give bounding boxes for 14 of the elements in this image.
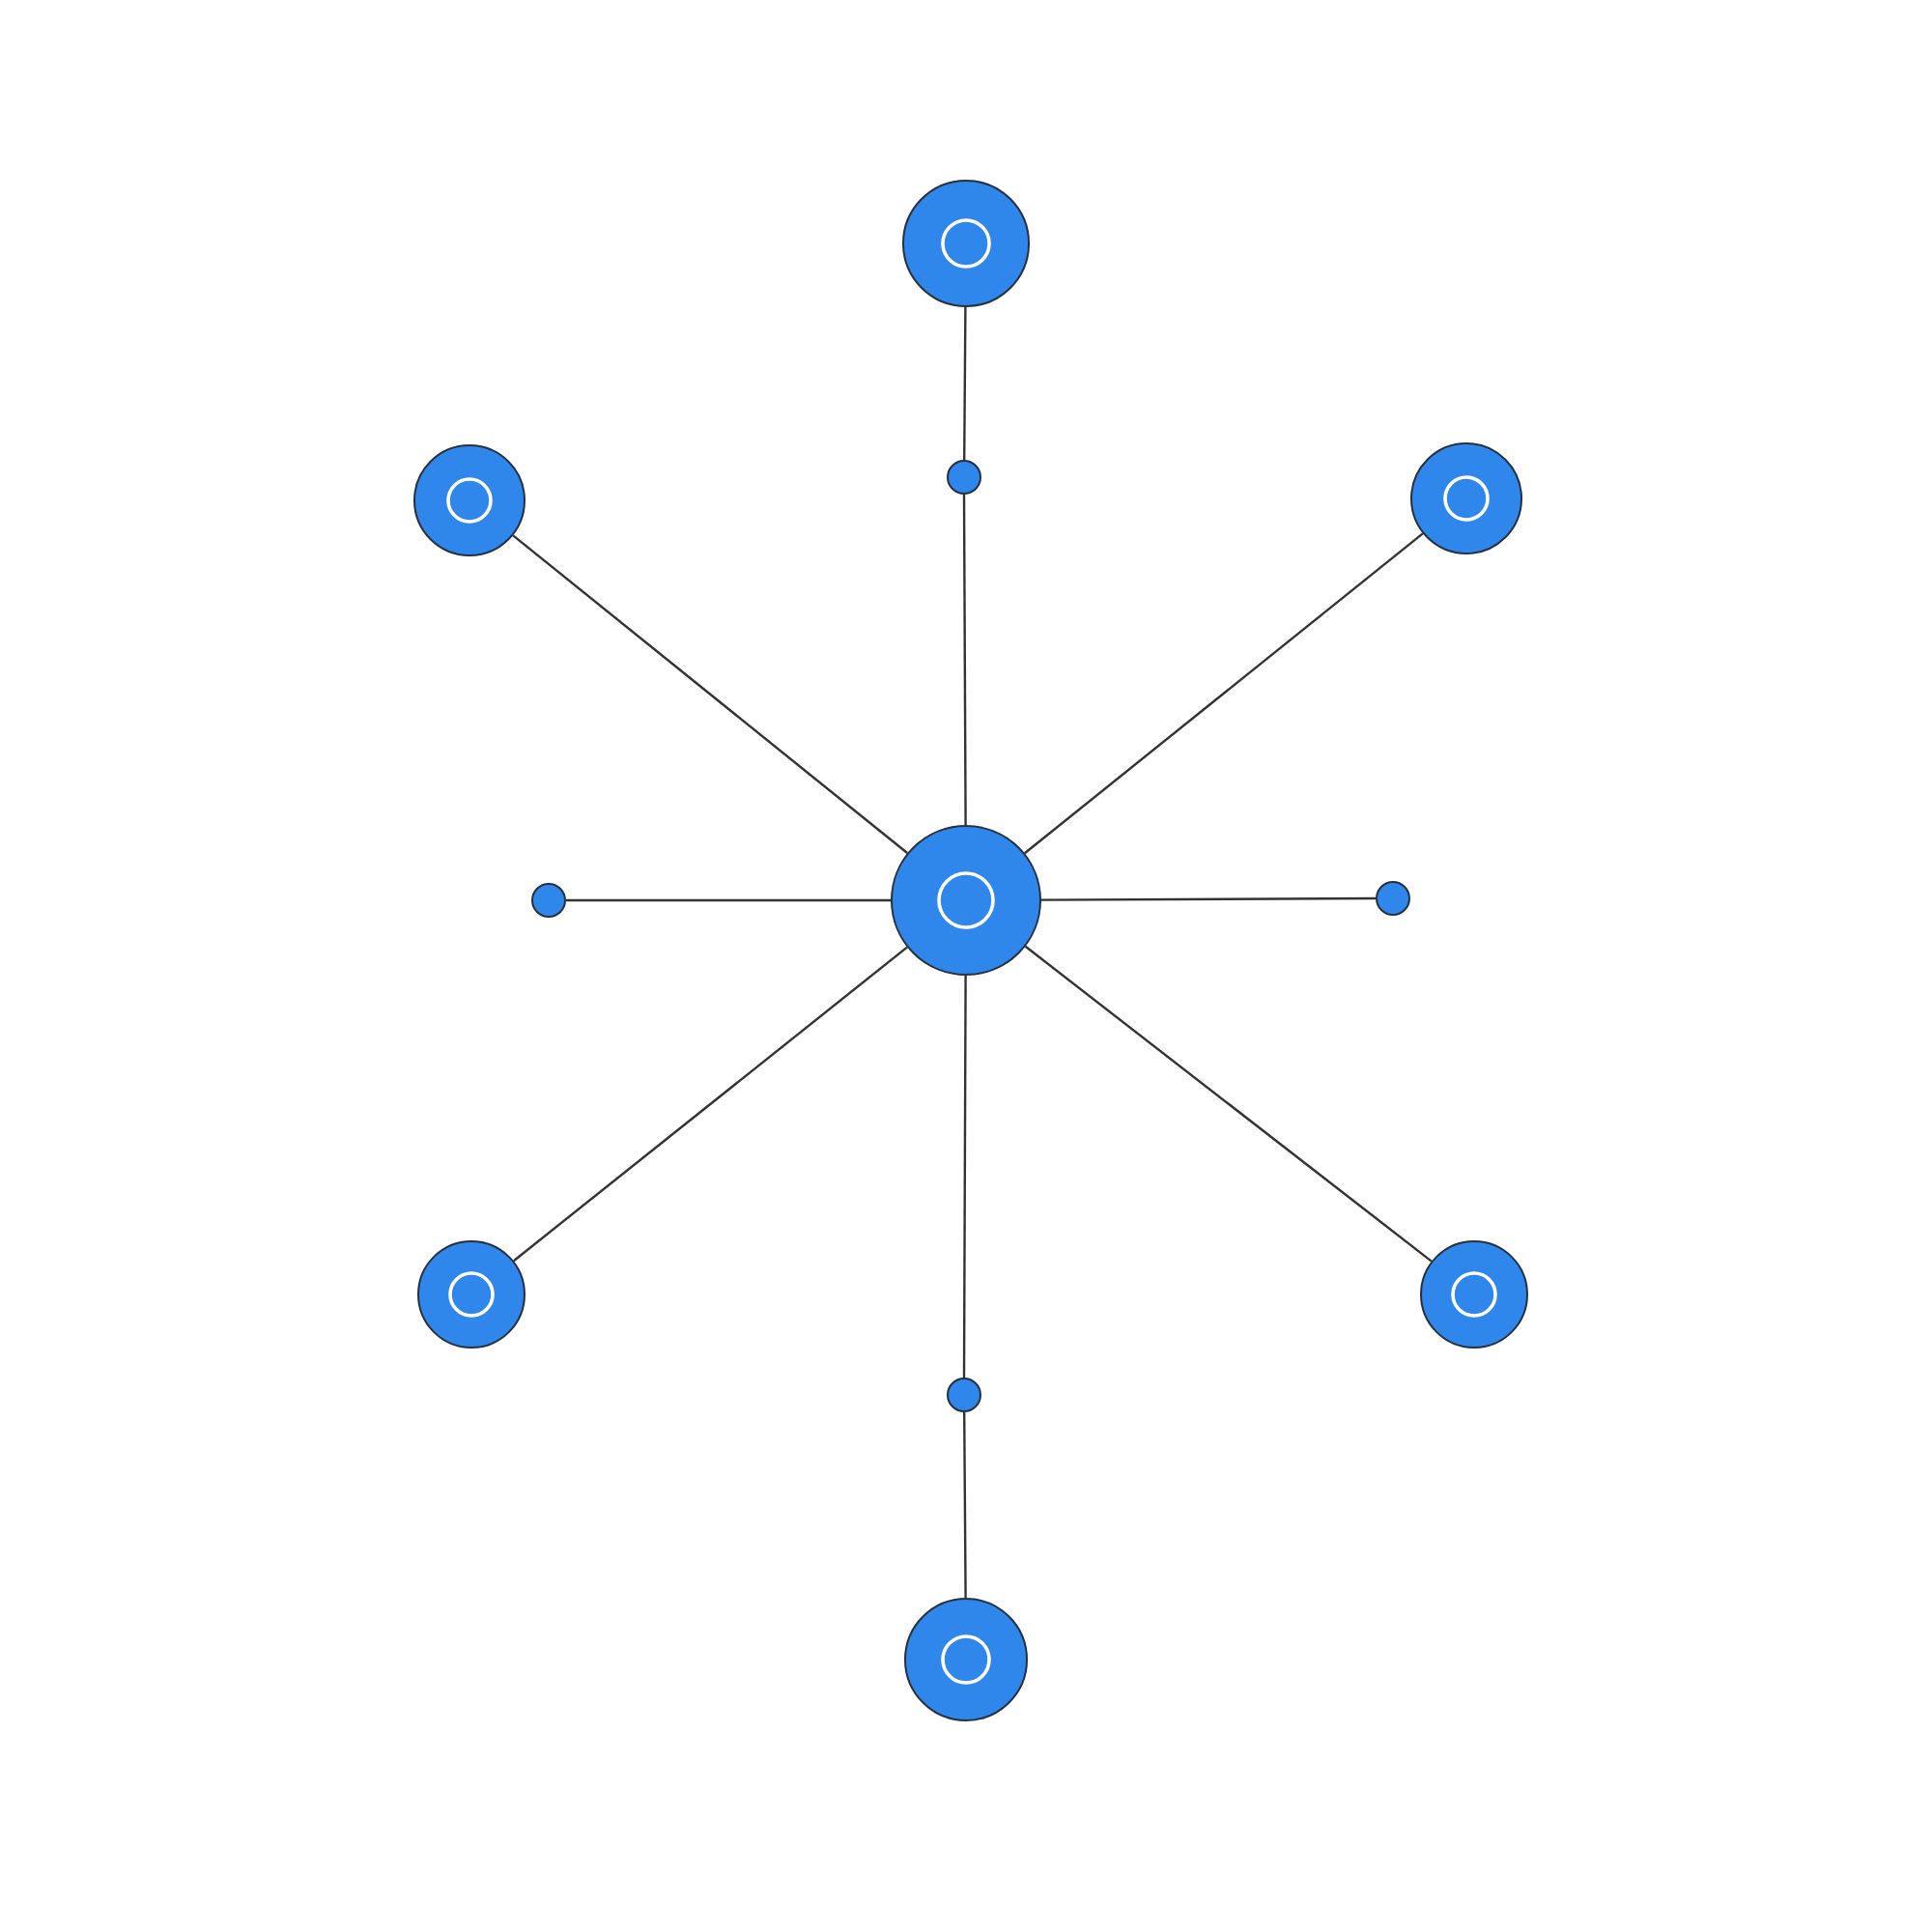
connector-line	[1024, 945, 1433, 1263]
junction-dot	[947, 460, 981, 495]
connector-line	[1024, 532, 1424, 855]
junction-dot	[947, 1378, 981, 1412]
connector-line	[962, 495, 967, 825]
connector-line	[962, 976, 967, 1378]
junction-dot	[1376, 881, 1410, 916]
connector-line	[513, 946, 908, 1263]
connector-line	[512, 534, 908, 854]
connector-line	[1041, 896, 1376, 901]
connector-line	[963, 1412, 967, 1598]
junction-dot	[531, 883, 566, 918]
connector-line	[566, 898, 891, 902]
connector-line	[963, 307, 967, 460]
